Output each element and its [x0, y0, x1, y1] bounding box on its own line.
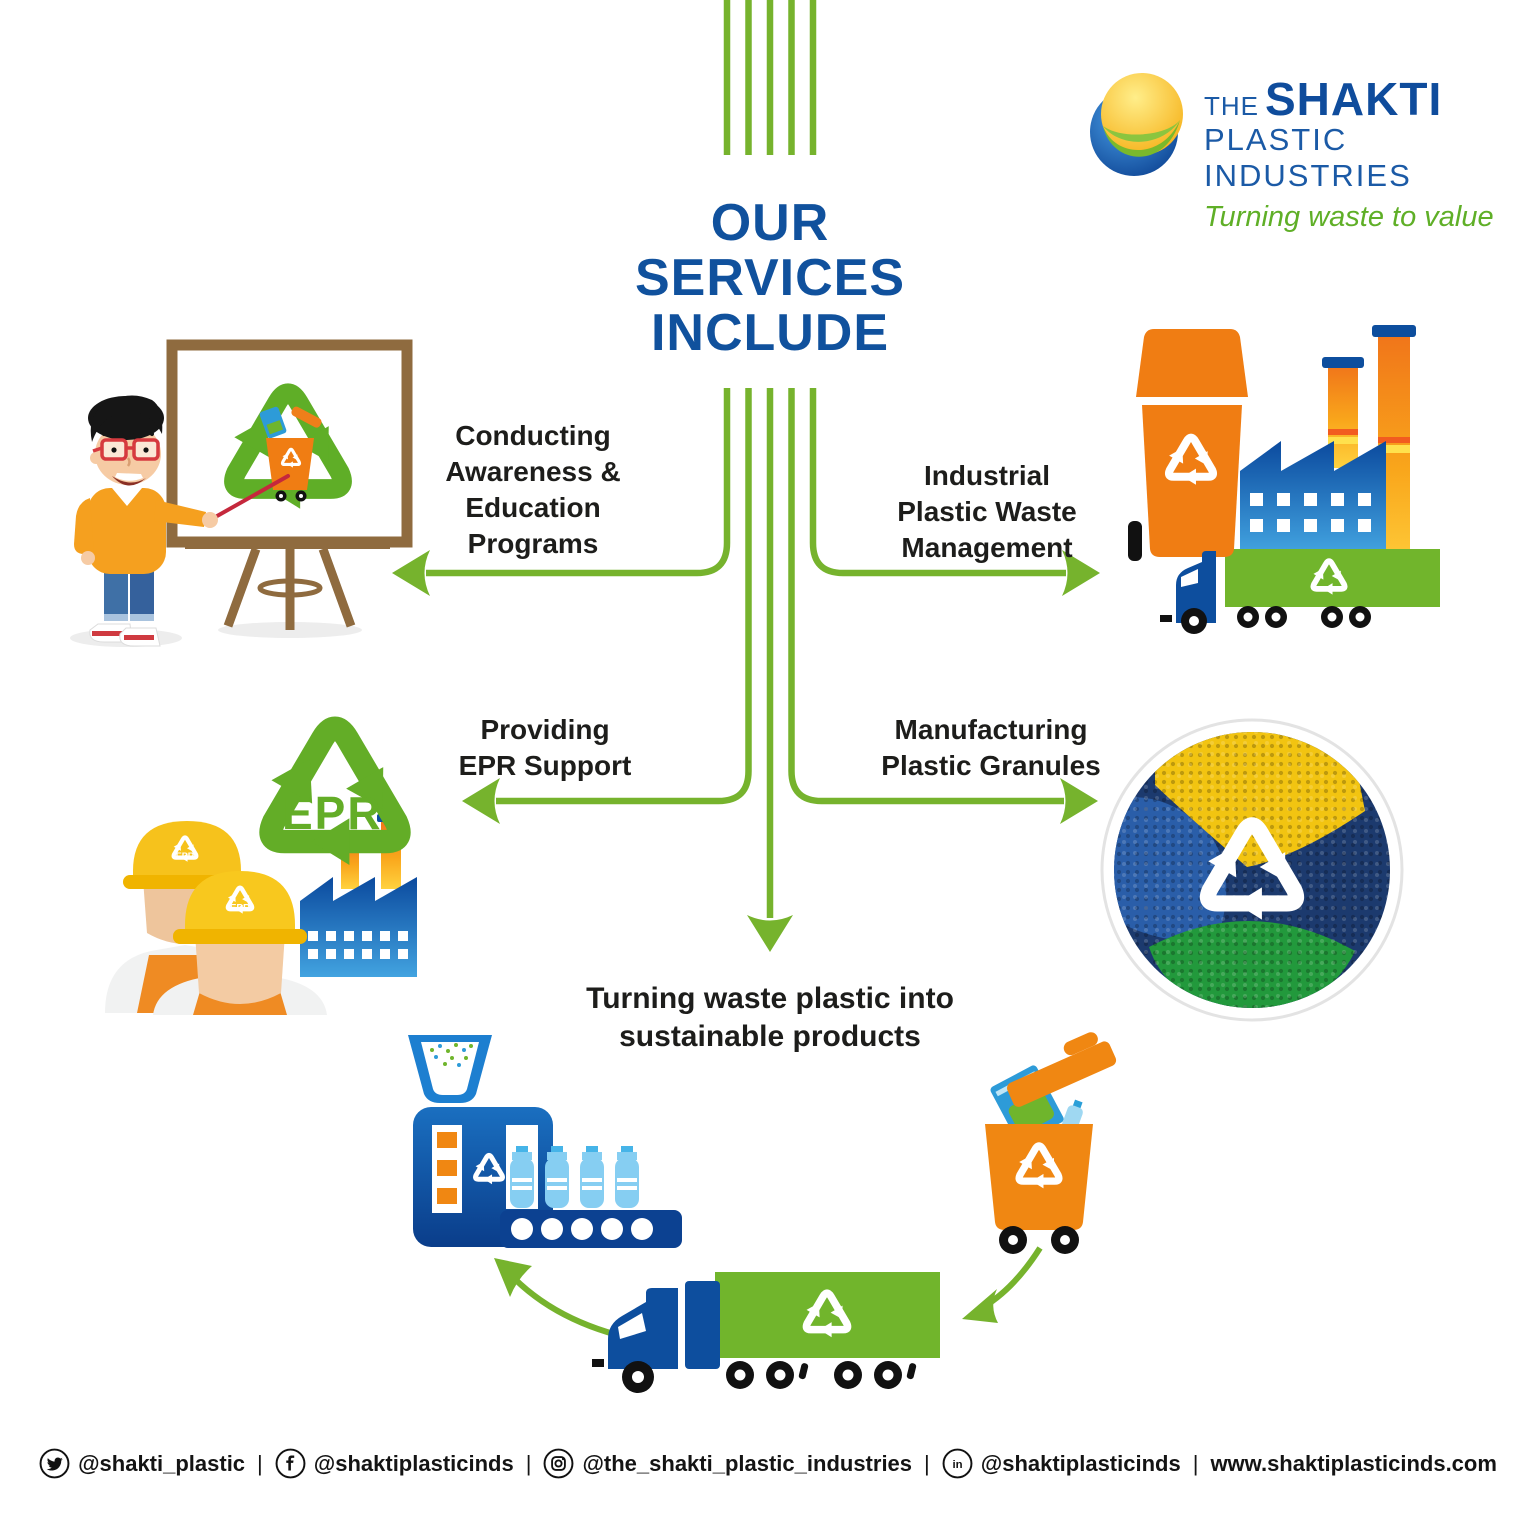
truck-cab: [592, 1281, 720, 1369]
bin-lid: [1007, 1032, 1117, 1107]
truck-illustration: [592, 1272, 940, 1393]
granules-photo: [1100, 718, 1404, 1022]
conveyor-rollers: [511, 1218, 653, 1240]
facebook-icon: [275, 1448, 306, 1479]
svg-text:in: in: [952, 1459, 962, 1471]
footer-separator: |: [924, 1450, 930, 1476]
helmet-epr-label: EPR: [230, 903, 251, 914]
logo-sphere-icon: [1090, 73, 1183, 176]
helmet-epr-label: EPR: [176, 851, 195, 861]
epr-illustration: EPR EPR: [105, 693, 417, 1015]
truck-trailer: [1225, 549, 1440, 607]
industrial-illustration: [1128, 325, 1440, 634]
footer-separator: |: [257, 1450, 263, 1476]
service-label-awareness: Conducting Awareness & Education Program…: [445, 420, 621, 559]
presenter-man: [74, 395, 218, 647]
factory-windows: [1250, 493, 1371, 532]
service-label-industrial: Industrial Plastic Waste Management: [897, 460, 1077, 563]
epr-badge: EPR: [282, 787, 383, 839]
truck-trailer: [715, 1272, 940, 1358]
brand-tagline: Turning waste to value: [1204, 201, 1494, 234]
footer-separator: |: [1192, 1450, 1199, 1476]
social-twitter: @shakti_plastic: [39, 1448, 245, 1479]
page-title: OUR SERVICES INCLUDE: [634, 194, 906, 362]
open-bin-illustration: [985, 1032, 1117, 1254]
instagram-icon: [544, 1448, 574, 1479]
bottles: [510, 1146, 639, 1208]
truck-cab: [1160, 551, 1216, 623]
footer: @shakti_plastic | @shaktiplasticinds | @…: [0, 1448, 1536, 1479]
service-label-epr: Providing EPR Support: [458, 714, 632, 781]
easel-legs: [223, 547, 356, 630]
social-handle: @shakti_plastic: [78, 1450, 246, 1476]
worker-front: EPR: [153, 871, 327, 1015]
arrowheads: [392, 550, 1100, 1323]
social-facebook: @shaktiplasticinds: [275, 1448, 514, 1479]
granules-texture: [1114, 732, 1390, 1008]
awareness-illustration: [70, 339, 413, 647]
brand-logo: THE SHAKTI PLASTIC INDUSTRIES Turning wa…: [1082, 66, 1502, 233]
pointer-stick: [208, 474, 290, 522]
brand-name: SHAKTI: [1265, 73, 1443, 125]
brand-the: THE: [1204, 91, 1259, 121]
machine-illustration: [408, 1035, 682, 1248]
social-linkedin: in @shaktiplasticinds: [942, 1448, 1181, 1479]
hopper: [408, 1035, 492, 1103]
service-label-products: Turning waste plastic into sustainable p…: [586, 982, 954, 1053]
service-label-granules: Manufacturing Plastic Granules: [881, 714, 1101, 781]
footer-separator: |: [525, 1450, 532, 1476]
brand-subtitle: PLASTIC INDUSTRIES: [1204, 122, 1412, 193]
social-handle: @shaktiplasticinds: [313, 1450, 514, 1476]
linkedin-icon: in: [942, 1448, 973, 1479]
recycling-bin: [1128, 329, 1248, 561]
truck-wheels: [1181, 606, 1371, 634]
social-instagram: @the_shakti_plastic_industries: [543, 1448, 912, 1479]
social-handle: @shaktiplasticinds: [980, 1450, 1181, 1476]
social-handle: @the_shakti_plastic_industries: [582, 1450, 913, 1476]
truck-wheels: [622, 1361, 917, 1393]
website-url: www.shaktiplasticinds.com: [1210, 1450, 1497, 1476]
twitter-icon: [39, 1448, 70, 1479]
